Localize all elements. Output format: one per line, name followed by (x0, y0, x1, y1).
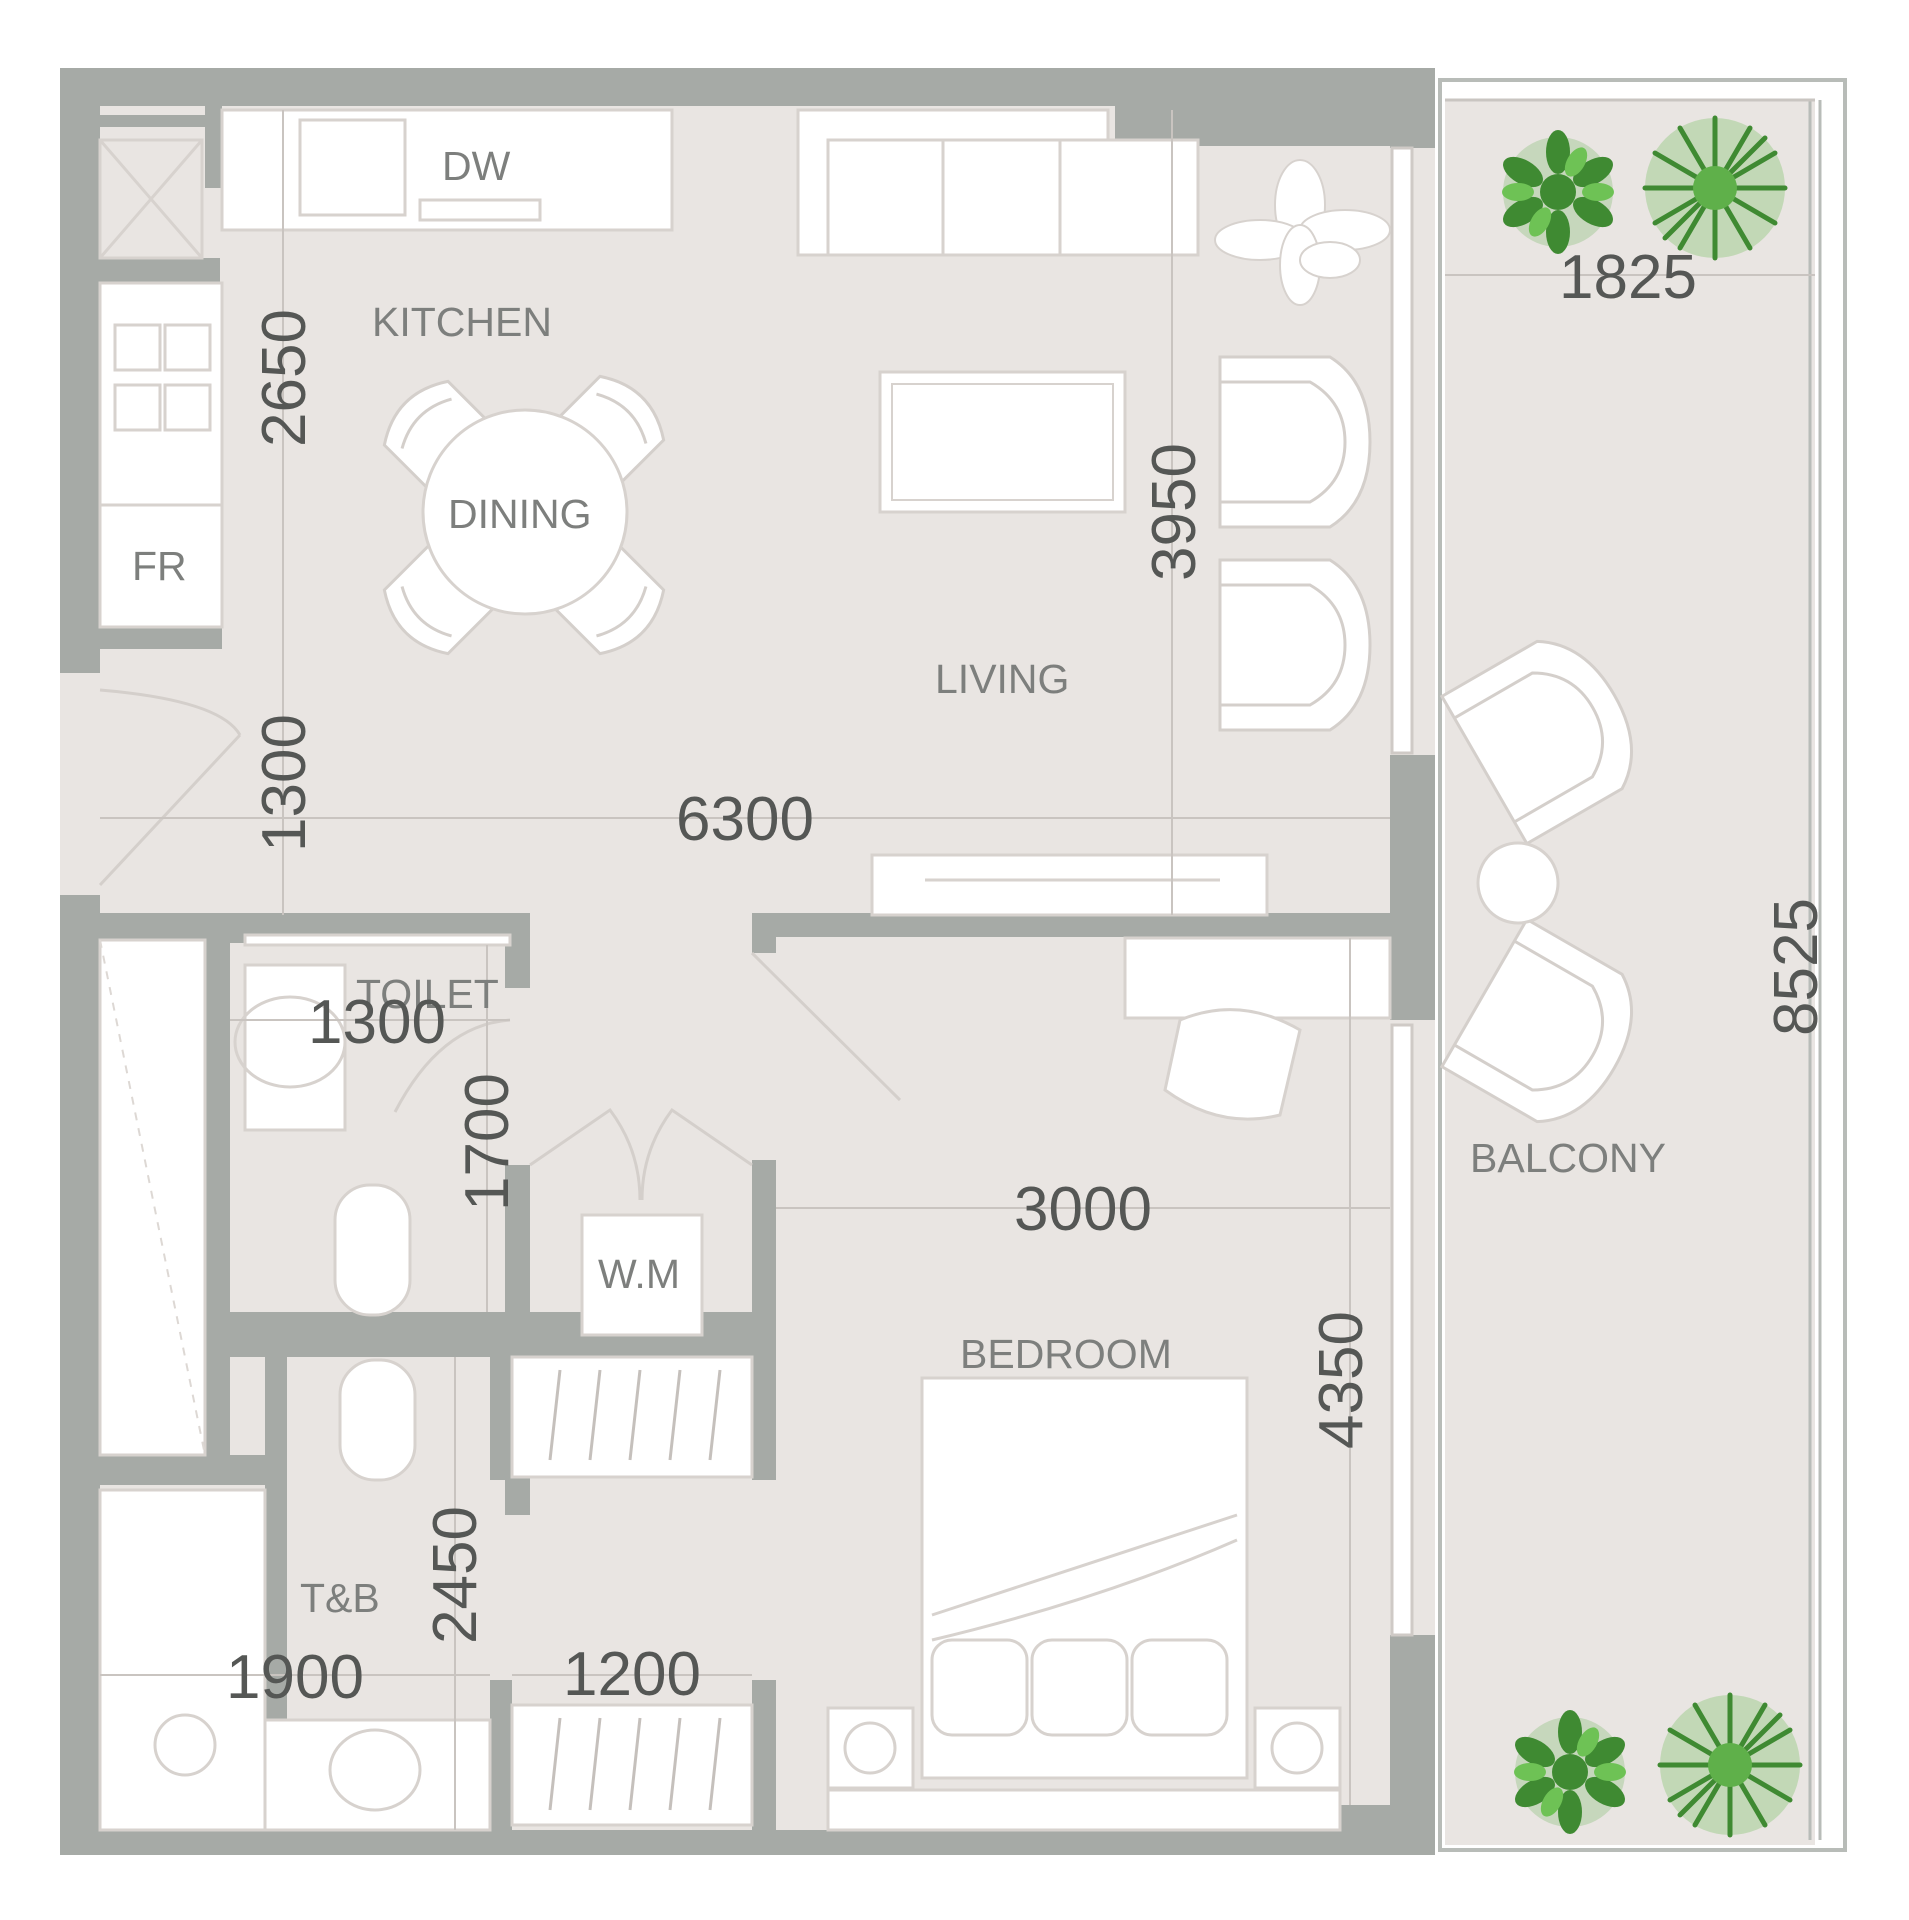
coffee-table (878, 370, 1127, 514)
entry-door (98, 688, 242, 887)
dining-set (372, 364, 676, 666)
room-label-tb: T&B (300, 1575, 380, 1621)
palm-icon (1645, 118, 1785, 258)
palm-icon (1660, 1695, 1800, 1835)
bedroom-furniture (826, 936, 1392, 1832)
dimension-living-depth: 3950 (1140, 443, 1209, 581)
balcony-rail (1438, 78, 1847, 1852)
dimension-bedroom-depth: 4350 (1307, 1311, 1376, 1449)
bathroom-fixtures (98, 1358, 492, 1832)
fixture-label-wm: W.M (598, 1251, 680, 1297)
dimension-kitchen-depth: 2650 (250, 309, 319, 447)
washing-machine (580, 1213, 704, 1337)
tv-unit (870, 853, 1269, 917)
room-label-dining: DINING (448, 491, 592, 537)
wardrobe (510, 1355, 754, 1827)
dimension-entry-width: 1300 (250, 714, 319, 852)
dimension-balcony-width: 1825 (1559, 243, 1697, 312)
room-label-toilet: TOILET (356, 971, 499, 1017)
balcony-furniture (1440, 619, 1659, 1144)
room-label-bedroom: BEDROOM (960, 1331, 1172, 1377)
dimension-toilet-width: 1300 (308, 988, 446, 1057)
dimension-tb-depth: 2450 (421, 1506, 490, 1644)
room-label-balcony: BALCONY (1470, 1135, 1666, 1181)
dimension-lines (100, 110, 1815, 1830)
windows (1390, 146, 1414, 1637)
kitchen-counter (98, 108, 674, 629)
toilet-fixtures (233, 933, 512, 1317)
room-label-living: LIVING (935, 656, 1069, 702)
fixture-label-dw: DW (442, 143, 511, 189)
dimension-toilet-depth: 1700 (453, 1073, 522, 1211)
dimension-wardrobe-width: 1200 (563, 1640, 701, 1709)
dimension-living-width: 6300 (676, 785, 814, 854)
fixture-label-fr: FR (132, 543, 187, 589)
decor-plant-icon (1214, 159, 1391, 306)
room-label-kitchen: KITCHEN (372, 299, 552, 345)
dimension-bedroom-width: 3000 (1014, 1175, 1152, 1244)
walls (60, 68, 1435, 1855)
dimension-tb-width: 1900 (226, 1643, 364, 1712)
sofa (796, 108, 1200, 257)
dimension-balcony-length: 8525 (1762, 898, 1831, 1036)
